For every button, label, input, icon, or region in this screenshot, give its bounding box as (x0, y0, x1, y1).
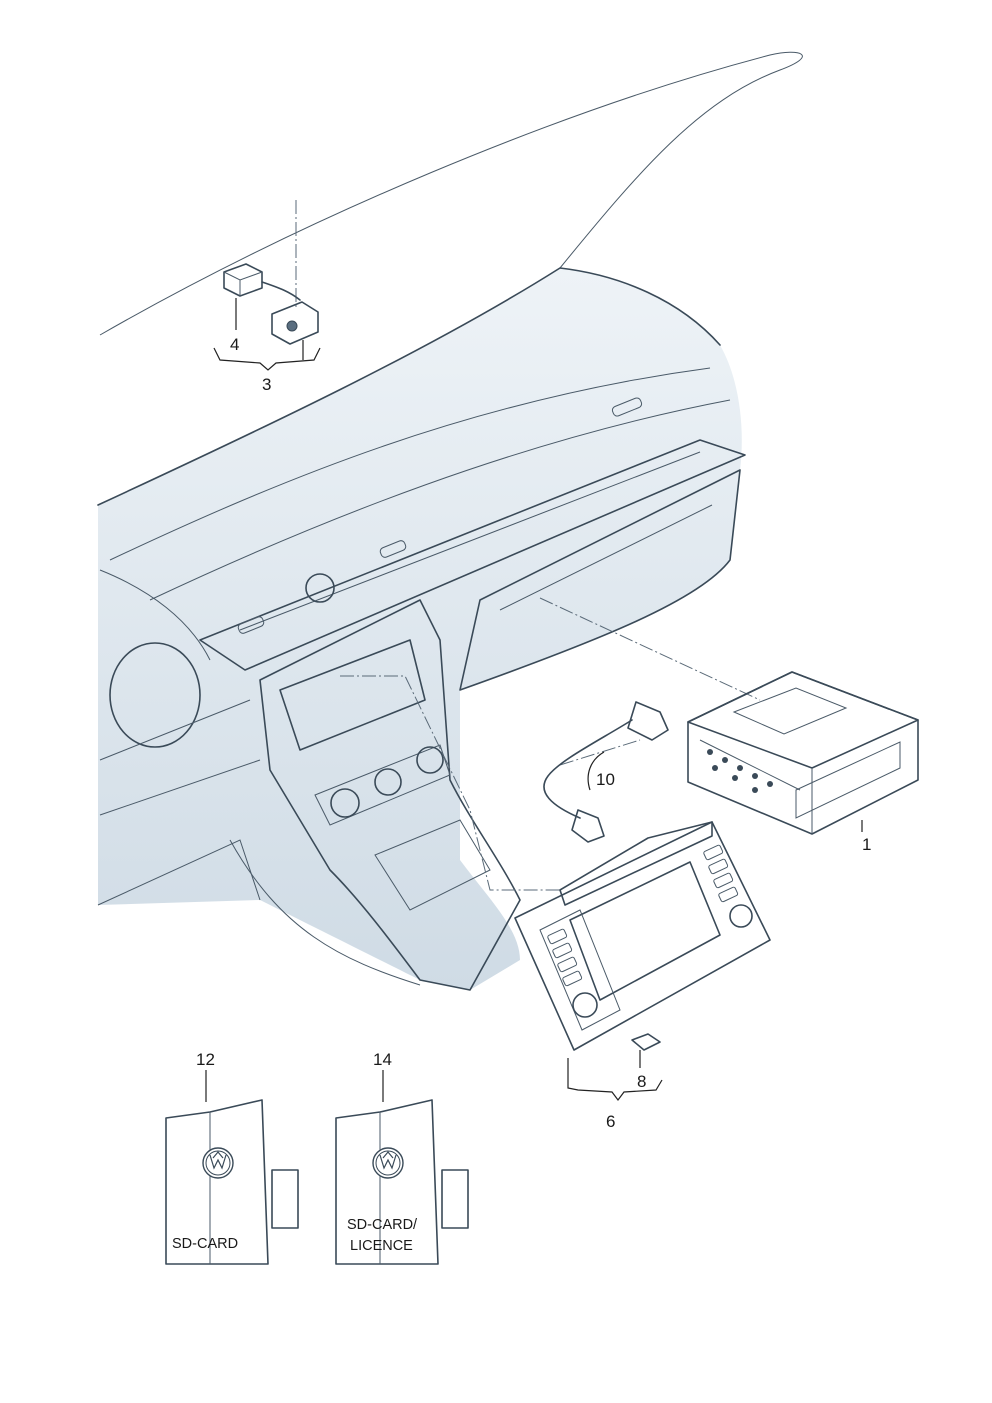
radio-buttons-left (547, 928, 583, 987)
vw-logo-icon (202, 1147, 234, 1179)
radio-buttons-right (703, 844, 739, 903)
callout-3: 3 (262, 375, 271, 394)
part-navigation-box (687, 671, 919, 835)
callout-14: 14 (373, 1050, 392, 1069)
part-antenna-cable (543, 701, 669, 843)
sd-card-label: SD-CARD (172, 1236, 238, 1252)
sd-card-licence-label-line1: SD-CARD/ (347, 1217, 418, 1233)
part-sensor-assembly (223, 263, 319, 345)
assembly-leader-lines (295, 200, 761, 891)
callout-12: 12 (196, 1050, 215, 1069)
part-radio-unit (514, 821, 771, 1051)
vw-logo-icon (372, 1147, 404, 1179)
connector-pins (707, 749, 773, 793)
dashboard-illustration (97, 51, 803, 991)
callout-6: 6 (606, 1112, 615, 1131)
callout-leaders (205, 298, 863, 1102)
part-sd-card-licence: SD-CARD/ LICENCE (335, 1099, 469, 1265)
callout-numbers: 4 3 1 10 8 6 12 14 (196, 335, 871, 1131)
sd-card-licence-label-line2: LICENCE (350, 1238, 413, 1254)
callout-8: 8 (637, 1072, 646, 1091)
part-clip (631, 1033, 661, 1051)
callout-10: 10 (596, 770, 615, 789)
callout-1: 1 (862, 835, 871, 854)
part-sd-card: SD-CARD (165, 1099, 299, 1265)
callout-4: 4 (230, 335, 239, 354)
